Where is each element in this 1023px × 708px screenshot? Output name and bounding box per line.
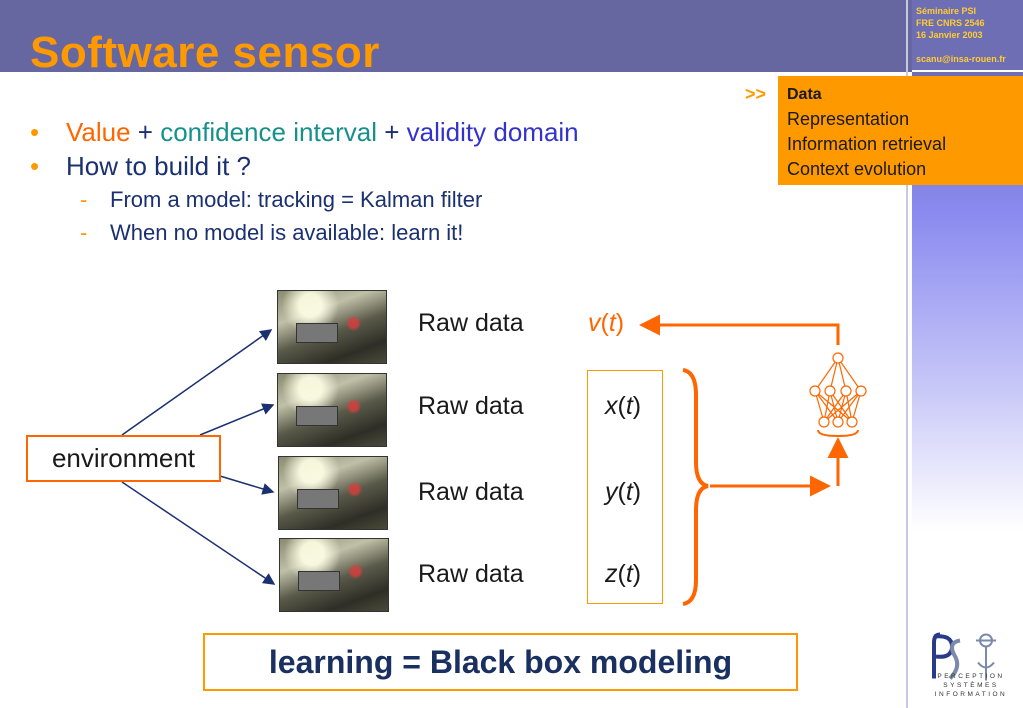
seminar-line-3: 16 Janvier 2003 [916,30,983,40]
sidebar-header-line [912,70,1023,72]
confidence-term: confidence interval [160,117,378,147]
sub-bullet-learn: -When no model is available: learn it! [80,216,579,249]
bullet-dot: • [30,151,40,181]
sub-dash: - [80,220,88,245]
validity-term: validity domain [406,117,579,147]
nav-item-information-retrieval[interactable]: Information retrieval [787,134,947,154]
psi-logo [932,632,996,681]
env-arrow-2 [199,403,275,436]
neural-network-icon [809,352,867,438]
sub-bullet-model: -From a model: tracking = Kalman filter [80,183,579,216]
logo-line-3: INFORMATION [934,691,1008,698]
section-nav: Data Representation Information retrieva… [778,76,1023,185]
input-variable-z: z(t) [605,560,642,588]
bullet-value: • Value + confidence interval + validity … [30,115,579,149]
seminar-line-2: FRE CNRS 2546 [916,18,985,28]
sub-text-model: From a model: tracking = Kalman filter [110,187,483,212]
env-arrow-4 [121,481,276,585]
nav-current-marker: >> [745,84,767,104]
input-variables-box [587,370,663,604]
bullet-how: • How to build it ? [30,149,579,183]
seminar-line-1: Séminaire PSI [916,6,977,16]
raw-data-label-2: Raw data [418,392,524,420]
camera-image-1 [277,290,387,364]
seminar-email[interactable]: scanu@insa-rouen.fr [916,54,1006,64]
bullet-dot: • [30,117,40,147]
camera-image-2 [277,373,387,447]
page-title: Software sensor [30,28,380,77]
sub-text-learn: When no model is available: learn it! [110,220,464,245]
raw-data-label-4: Raw data [418,560,524,588]
output-arrow [639,314,840,345]
logo-caption: PERCEPTION SYSTÈMES INFORMATION [926,672,1016,699]
logo-line-1: PERCEPTION [937,673,1005,680]
value-term: Value [66,117,131,147]
input-variable-y: y(t) [605,478,642,506]
seminar-info: Séminaire PSI FRE CNRS 2546 16 Janvier 2… [916,5,1006,65]
input-variable-x: x(t) [605,392,642,420]
bullet-list: • Value + confidence interval + validity … [30,115,579,249]
raw-data-label-1: Raw data [418,309,524,337]
nav-item-context-evolution[interactable]: Context evolution [787,159,927,179]
header-band [0,0,912,72]
camera-image-3 [278,456,388,530]
plus-sign: + [130,117,161,147]
nav-item-data[interactable]: Data [787,86,822,103]
nav-item-representation[interactable]: Representation [787,109,910,129]
logo-line-2: SYSTÈMES [943,682,999,689]
plus-sign: + [377,117,407,147]
grouping-brace [682,368,709,606]
sidebar-divider [906,0,908,708]
how-text: How to build it ? [66,151,251,181]
camera-image-4 [279,538,389,612]
env-arrow-1 [121,329,273,436]
raw-data-label-3: Raw data [418,478,524,506]
learning-caption-box: learning = Black box modeling [203,633,798,691]
environment-box: environment [26,435,221,482]
sub-dash: - [80,187,88,212]
output-variable-v: v(t) [588,309,625,337]
